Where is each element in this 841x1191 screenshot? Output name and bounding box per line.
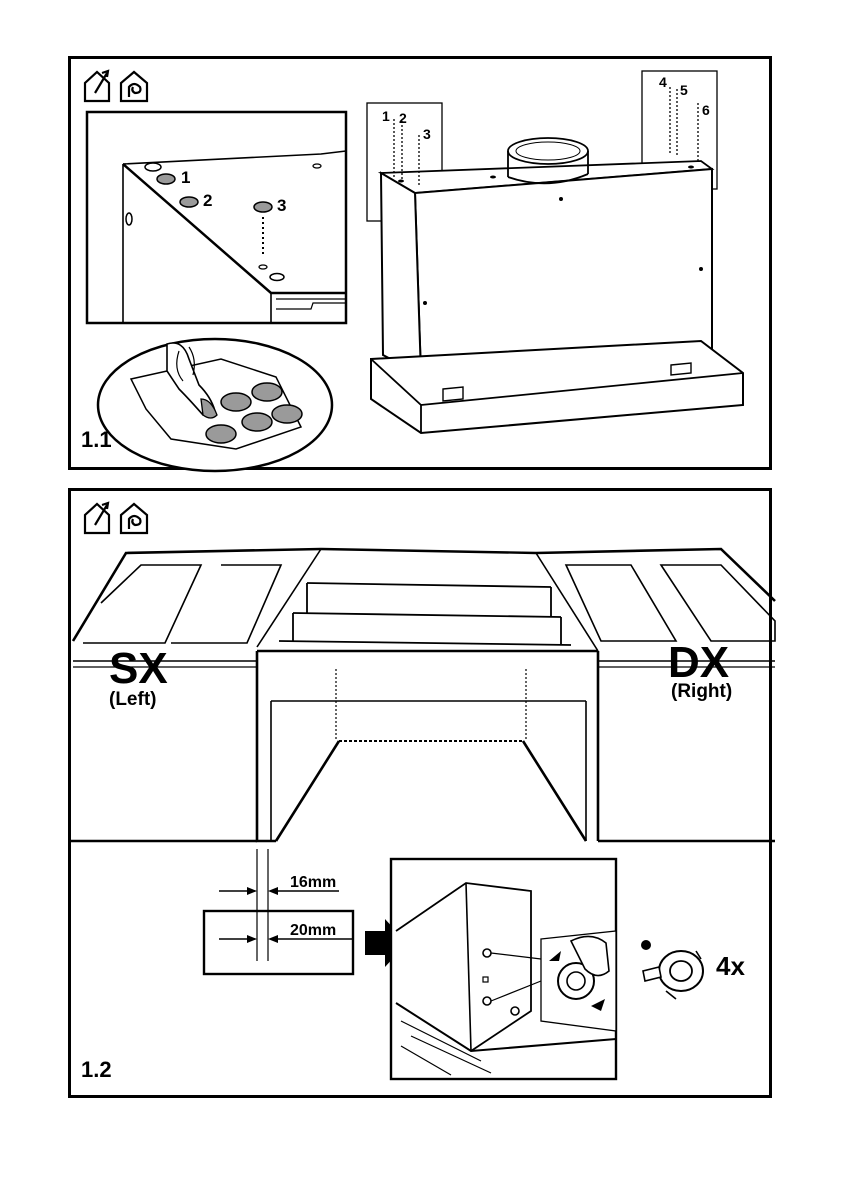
figure-1-1-drawing: 1 2 3	[71, 59, 775, 473]
detail-number-3: 3	[277, 196, 286, 215]
hood-number-5: 5	[680, 82, 688, 98]
recirculation-mode-icon	[121, 504, 147, 533]
detail-inset: 1 2 3	[87, 112, 346, 323]
quantity-label: 4x	[716, 951, 745, 981]
hood-number-2: 2	[399, 110, 407, 126]
figure-label-1-2: 1.2	[81, 1057, 112, 1083]
figure-label-1-1: 1.1	[81, 427, 112, 453]
dimension-20mm: 20mm	[290, 922, 336, 939]
spacer-component	[641, 940, 703, 999]
detail-number-2: 2	[203, 191, 212, 210]
hood-number-1: 1	[382, 108, 390, 124]
cooker-hood-illustration: 1 2 3 4 5 6	[367, 71, 743, 433]
detail-number-1: 1	[181, 168, 190, 187]
ducted-mode-icon	[85, 71, 109, 101]
hood-number-6: 6	[702, 102, 710, 118]
right-side-code: DX	[668, 638, 729, 687]
right-side-caption: (Right)	[671, 681, 732, 702]
hood-number-3: 3	[423, 126, 431, 142]
dimension-16mm: 16mm	[290, 874, 336, 891]
left-side-caption: (Left)	[109, 689, 156, 710]
recirculation-mode-icon	[121, 72, 147, 101]
hood-number-4: 4	[659, 74, 667, 90]
ducted-mode-icon	[85, 503, 109, 533]
figure-1-2-drawing: SX (Left) DX (Right) 16mm 20mm	[71, 491, 775, 1101]
left-side-code: SX	[109, 644, 168, 693]
dimension-diagram: 16mm 20mm	[204, 849, 407, 974]
sticker-sheet-illustration	[98, 339, 332, 471]
figure-1-2-panel: SX (Left) DX (Right) 16mm 20mm	[68, 488, 772, 1098]
mounting-detail-inset	[391, 859, 616, 1079]
wall-cabinets-illustration	[71, 549, 775, 841]
figure-1-1-panel: 1 2 3	[68, 56, 772, 470]
